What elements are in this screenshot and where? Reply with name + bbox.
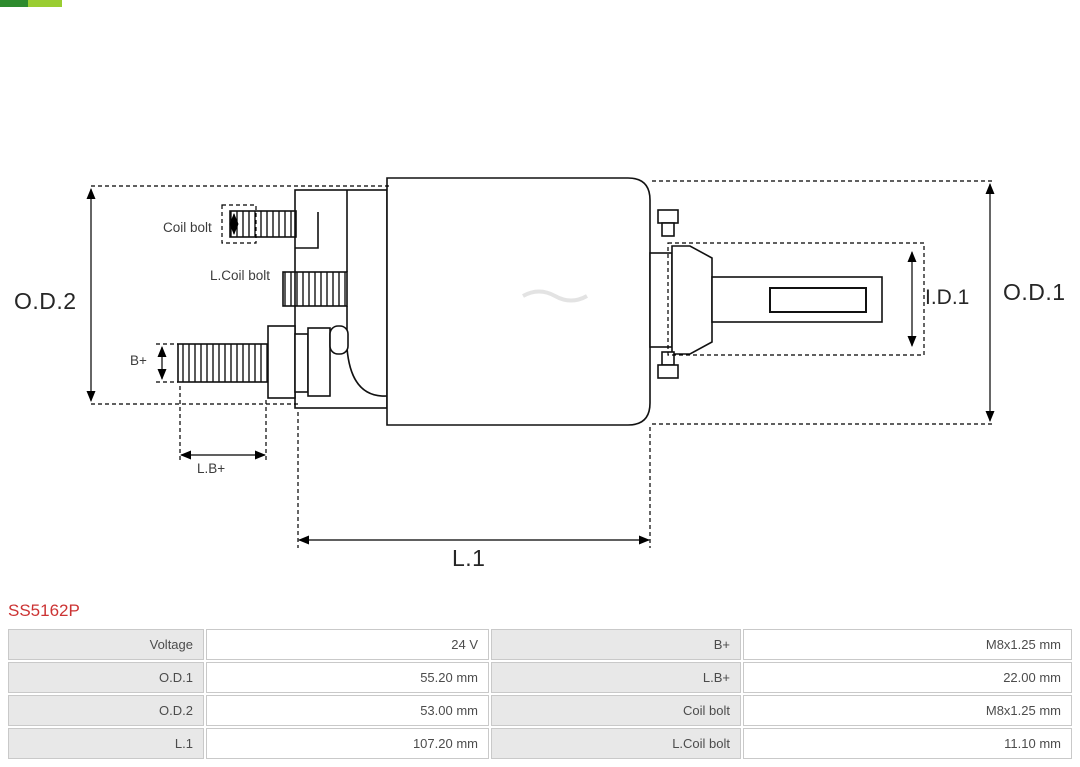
- spec-value-cell: 55.20 mm: [206, 662, 489, 693]
- spec-value-cell: M8x1.25 mm: [743, 695, 1072, 726]
- spec-label-cell: O.D.1: [8, 662, 204, 693]
- spec-value-cell: 24 V: [206, 629, 489, 660]
- dim-label-id1: I.D.1: [925, 286, 970, 309]
- spec-label-cell: O.D.2: [8, 695, 204, 726]
- spec-table: Voltage 24 V B+ M8x1.25 mm O.D.1 55.20 m…: [8, 629, 1072, 759]
- dim-label-l-coil-bolt: L.Coil bolt: [210, 268, 271, 283]
- dim-label-od1: O.D.1: [1003, 279, 1066, 305]
- watermark: [522, 289, 588, 303]
- dim-label-coil-bolt: Coil bolt: [163, 220, 212, 235]
- spec-label-cell: L.1: [8, 728, 204, 759]
- spec-value-cell: 11.10 mm: [743, 728, 1072, 759]
- solenoid-diagram: O.D.2 O.D.1 I.D.1 Coil bolt L.Coil bolt …: [14, 177, 1066, 571]
- spec-value-cell: 107.20 mm: [206, 728, 489, 759]
- spec-label-cell: Voltage: [8, 629, 204, 660]
- spec-value-cell: 22.00 mm: [743, 662, 1072, 693]
- dim-label-l-b-plus: L.B+: [197, 461, 226, 476]
- dim-label-b-plus: B+: [130, 353, 147, 368]
- dim-label-od2: O.D.2: [14, 288, 77, 314]
- spec-label-cell: L.B+: [491, 662, 741, 693]
- dim-label-l1: L.1: [452, 545, 486, 571]
- spec-label-cell: B+: [491, 629, 741, 660]
- spec-label-cell: L.Coil bolt: [491, 728, 741, 759]
- logo-fragment: [0, 0, 62, 7]
- product-code: SS5162P: [8, 601, 80, 620]
- spec-label-cell: Coil bolt: [491, 695, 741, 726]
- spec-value-cell: M8x1.25 mm: [743, 629, 1072, 660]
- spec-value-cell: 53.00 mm: [206, 695, 489, 726]
- solenoid-drawing: [86, 177, 995, 548]
